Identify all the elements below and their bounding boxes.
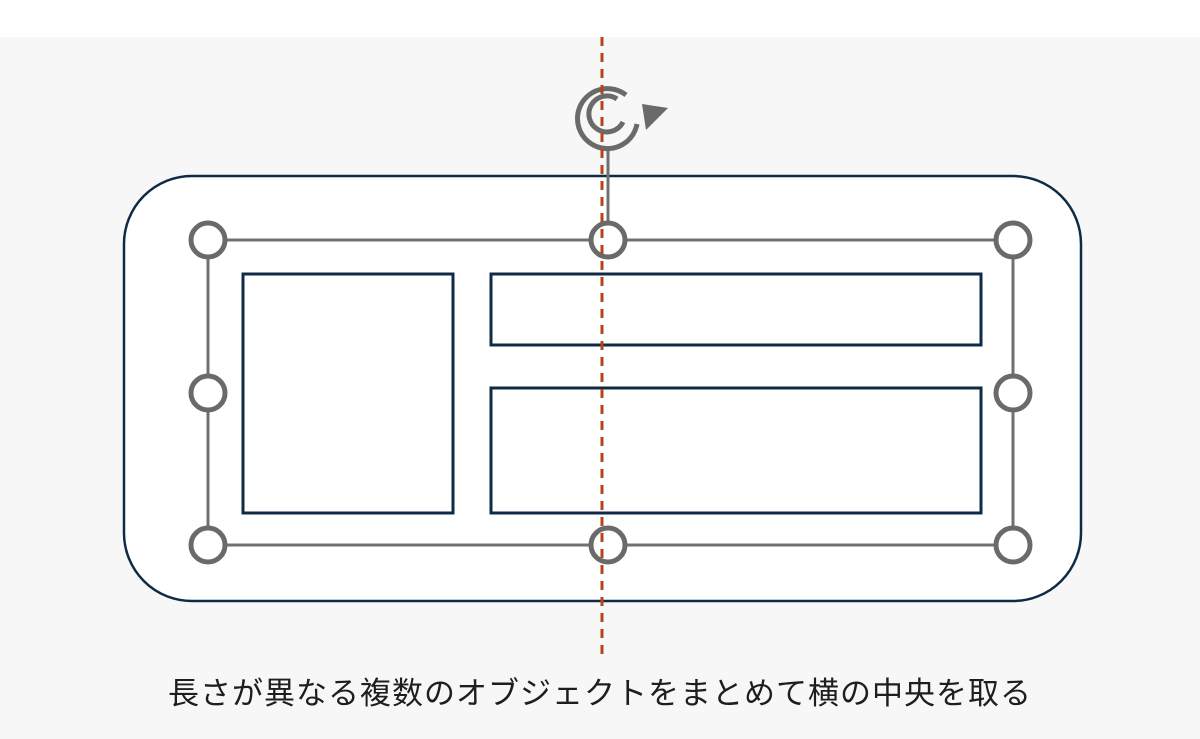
handle-middle-left[interactable] [188, 373, 228, 413]
handle-top-right[interactable] [993, 220, 1033, 260]
handle-bottom-left[interactable] [188, 525, 228, 565]
resize-handles [188, 220, 1033, 565]
object-right-top-bar[interactable] [489, 272, 983, 347]
rotate-arrow-icon[interactable] [574, 86, 668, 152]
handle-middle-right[interactable] [993, 373, 1033, 413]
caption: 長さが異なる複数のオブジェクトをまとめて横の中央を取る [168, 676, 1032, 712]
top-strip [0, 0, 1200, 37]
handle-top-left[interactable] [188, 220, 228, 260]
handle-bottom-right[interactable] [993, 525, 1033, 565]
handle-bottom-middle[interactable] [588, 525, 628, 565]
object-left-square[interactable] [241, 272, 455, 515]
handle-top-middle[interactable] [588, 220, 628, 260]
object-right-bottom-box[interactable] [489, 386, 983, 515]
